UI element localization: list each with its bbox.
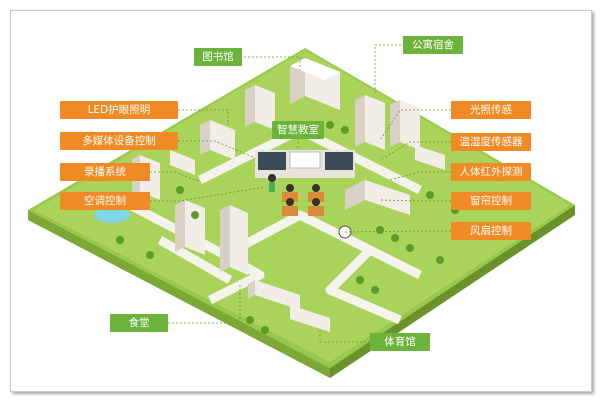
label-apartment: 公寓宿舍 [403, 36, 463, 54]
label-multimedia-control: 多媒体设备控制 [60, 132, 178, 150]
label-library: 图书馆 [194, 48, 242, 66]
label-temp-humidity-sensor: 温湿度传感器 [451, 133, 531, 151]
label-aircon-control: 空调控制 [60, 192, 150, 210]
smart-classroom-scene [255, 150, 355, 239]
buildings [132, 58, 445, 332]
label-gym: 体育馆 [370, 333, 430, 351]
pond [94, 207, 130, 223]
label-led-lighting: LED护眼照明 [60, 101, 178, 119]
label-canteen: 食堂 [110, 314, 168, 332]
label-fan-control: 风扇控制 [451, 222, 531, 240]
label-light-sensor: 光照传感 [451, 101, 531, 119]
label-smart-classroom: 智慧教室 [272, 121, 324, 139]
label-infrared-detection: 人体红外探测 [451, 163, 531, 181]
label-curtain-control: 窗帘控制 [451, 192, 531, 210]
label-recording-system: 录播系统 [60, 163, 150, 181]
ground-platform [28, 48, 575, 378]
leader-lines [150, 44, 451, 343]
trees [116, 121, 459, 334]
